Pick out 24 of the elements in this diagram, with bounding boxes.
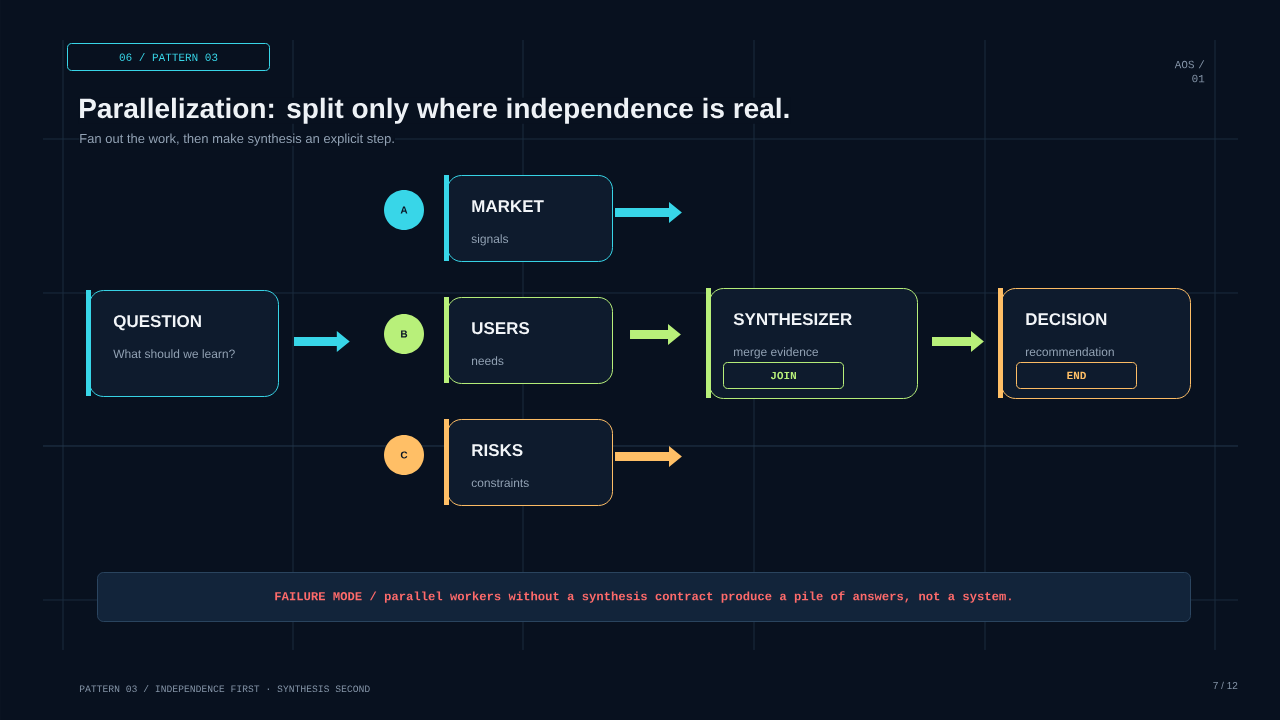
step-box (86, 290, 279, 397)
step-title: DECISION (1026, 313, 1107, 326)
step-title: SYNTHESIZER (733, 313, 852, 326)
page-number: 7 / 12 (1213, 681, 1238, 690)
step-title: USERS (472, 322, 530, 335)
slide-title: Parallelization: split only where independence is real. (78, 97, 791, 124)
step-note: signals (471, 234, 509, 246)
step-note: recommendation (1026, 347, 1114, 357)
step-tag: JOIN (723, 362, 844, 389)
step-note: needs (472, 356, 504, 366)
step-note: What should we learn? (113, 349, 235, 359)
step-note: merge evidence (734, 347, 818, 359)
step-tag: END (1016, 362, 1137, 389)
step-title: RISKS (472, 444, 523, 457)
section-tag: 06 / PATTERN 03 (67, 43, 270, 71)
footer-text: PATTERN 03 / INDEPENDENCE FIRST · SYNTHESIS SECOND (80, 684, 370, 693)
step-box (444, 175, 613, 262)
step-title: QUESTION (113, 315, 201, 331)
step-note: constraints (471, 478, 529, 488)
corner-code: AOS / 01 (1174, 60, 1205, 83)
warning-banner: FAILURE MODE / parallel workers without a synthesis contract produce a pile of answers, not a system. (97, 572, 1191, 622)
step-title: MARKET (472, 200, 544, 212)
step-box (444, 297, 613, 384)
step-box (444, 419, 613, 506)
